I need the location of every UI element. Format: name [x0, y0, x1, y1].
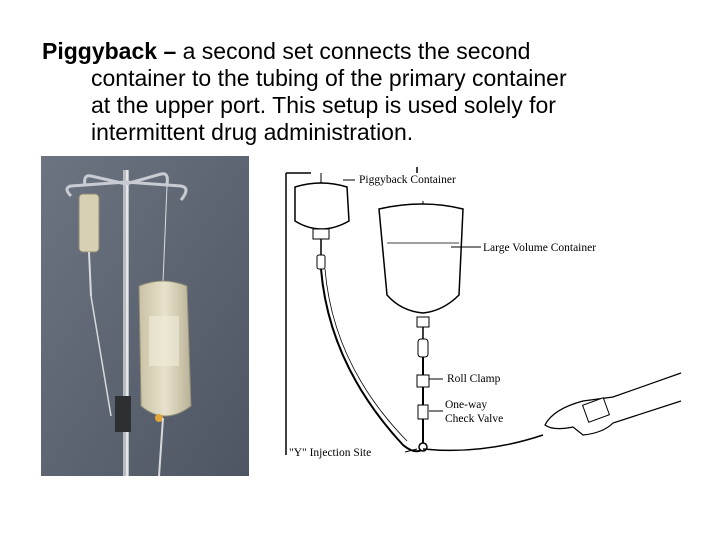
patient-hand-drawing [544, 372, 682, 436]
pole-hooks [65, 172, 188, 201]
piggyback-setup-diagram: Piggyback Container Large Volume Contain… [285, 167, 682, 459]
label-check-valve: Check Valve [445, 413, 503, 425]
label-roll-clamp: Roll Clamp [447, 373, 501, 385]
piggyback-tubing [320, 268, 424, 453]
label-piggyback-container: Piggyback Container [359, 174, 456, 186]
label-y-injection-site: "Y" Injection Site [289, 447, 371, 459]
patient-tubing [422, 434, 544, 452]
large-volume-container-drawing [378, 201, 464, 452]
heading-line-2: container to the tubing of the primary c… [91, 65, 567, 91]
piggyback-bag [78, 193, 100, 253]
slide-heading: Piggyback – a second set connects the se… [42, 38, 702, 146]
roll-clamp-drawing [416, 374, 430, 388]
check-valve-drawing [417, 404, 429, 420]
pole-clamp [115, 396, 131, 432]
definition-start: a second set connects the second [182, 38, 531, 64]
heading-line-4: intermittent drug administration. [91, 119, 414, 145]
heading-line-1: Piggyback – a second set connects the se… [42, 38, 702, 65]
piggyback-container-drawing [294, 173, 350, 270]
term-piggyback: Piggyback [42, 38, 158, 64]
term-dash: – [163, 38, 177, 64]
label-one-way: One-way [445, 399, 487, 411]
heading-line-3: at the upper port. This setup is used so… [91, 92, 556, 118]
iv-pole-photo [41, 156, 249, 476]
label-large-volume-container: Large Volume Container [483, 242, 596, 254]
